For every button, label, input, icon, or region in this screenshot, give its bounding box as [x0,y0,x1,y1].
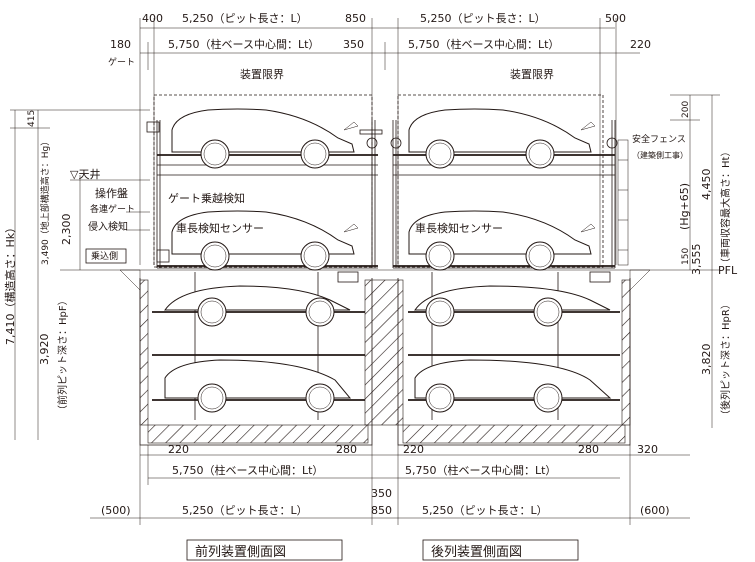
car-length-sensor-front: 車長検知センサー [176,221,264,235]
each-gate-label: 各連ゲート [90,203,135,215]
bottom-front-pit-length: 5,250（ピット長さ：L） [182,504,308,517]
ht-label: （車両収容最大高さ：Ht） [719,147,732,268]
bottom-rear-pit-length: 5,250（ピット長さ：L） [422,504,548,517]
right-3555: 3,555 [690,244,703,276]
bottom-front-column-span: 5,750（柱ベース中心間：Lt） [172,463,323,477]
front-column-span-top: 5,750（柱ベース中心間：Lt） [168,37,319,51]
right-200: 200 [681,101,691,118]
device-limit-front-label: 装置限界 [240,68,284,81]
rear-pit-length-top: 5,250（ピット長さ：L） [420,12,546,25]
front-caption: 前列装置側面図 [195,544,286,560]
hpf-label: （前列ピット深さ：HpF） [56,295,69,415]
front-pit-length-top: 5,250（ピット長さ：L） [182,12,308,25]
right-dimension-lines [670,94,720,428]
middle-column-gap-top: 350 [343,38,364,51]
entry-side-label: 乗込側 [91,250,118,262]
gate-label: ゲート [108,56,135,68]
rear-caption: 後列装置側面図 [431,545,522,560]
rear-right-column-offset: 220 [630,38,651,51]
left-2300: 2,300 [60,214,73,246]
safety-fence-note: （建築側工事） [632,150,688,160]
rear-column-span-top: 5,750（柱ベース中心間：Lt） [408,37,559,51]
entry-side-box [85,248,127,264]
pits [119,269,651,446]
middle-gap-top: 850 [345,12,366,25]
safety-fence-label: 安全フェンス [632,133,686,145]
front-caption-box [186,539,343,561]
front-unit-upper [146,108,383,271]
intrusion-detect-label: 侵入検知 [88,220,128,233]
bottom-rear-280: 280 [578,443,599,456]
pfl-label: PFL [718,264,738,277]
left-dimension-lines [10,109,150,440]
hg65-label: (Hg+65) [678,183,691,230]
bottom-rear-600: (600) [640,504,670,517]
gate-cross-detect-label: ゲート乗越検知 [168,191,245,205]
bottom-middle-850: 850 [371,504,392,517]
front-left-offset: 400 [142,12,163,25]
bottom-front-220: 220 [168,443,189,456]
rear-caption-box [422,539,579,561]
device-limit-rear [397,94,604,268]
hg-label: 3,490（地上部構造高さ：Hg） [39,137,51,265]
bottom-front-280: 280 [336,443,357,456]
bottom-middle-350: 350 [371,487,392,500]
right-150: 150 [681,248,691,265]
bottom-rear-320: 320 [637,443,658,456]
control-panel-label: 操作盤 [95,186,128,200]
front-gate-offset: 180 [110,38,131,51]
bottom-rear-column-span: 5,750（柱ベース中心間：Lt） [405,463,556,477]
device-limit-rear-label: 装置限界 [510,68,554,81]
bottom-front-500: (500) [101,504,131,517]
ceiling-label: ▽天井 [70,167,100,181]
bottom-rear-220: 220 [403,443,424,456]
right-3820: 3,820 [700,344,713,376]
right-4450: 4,450 [700,169,713,201]
hk-label: 7,410（構造高さ：Hk） [3,222,17,345]
rear-unit-upper [390,108,629,271]
left-3920: 3,920 [38,334,51,366]
rear-right-offset: 500 [605,12,626,25]
car-length-sensor-rear: 車長検知センサー [415,221,503,235]
left-415: 415 [27,110,37,127]
hpr-label: （後列ピット深さ：HpR） [719,299,732,420]
bottom-dimension-lines [90,445,690,525]
